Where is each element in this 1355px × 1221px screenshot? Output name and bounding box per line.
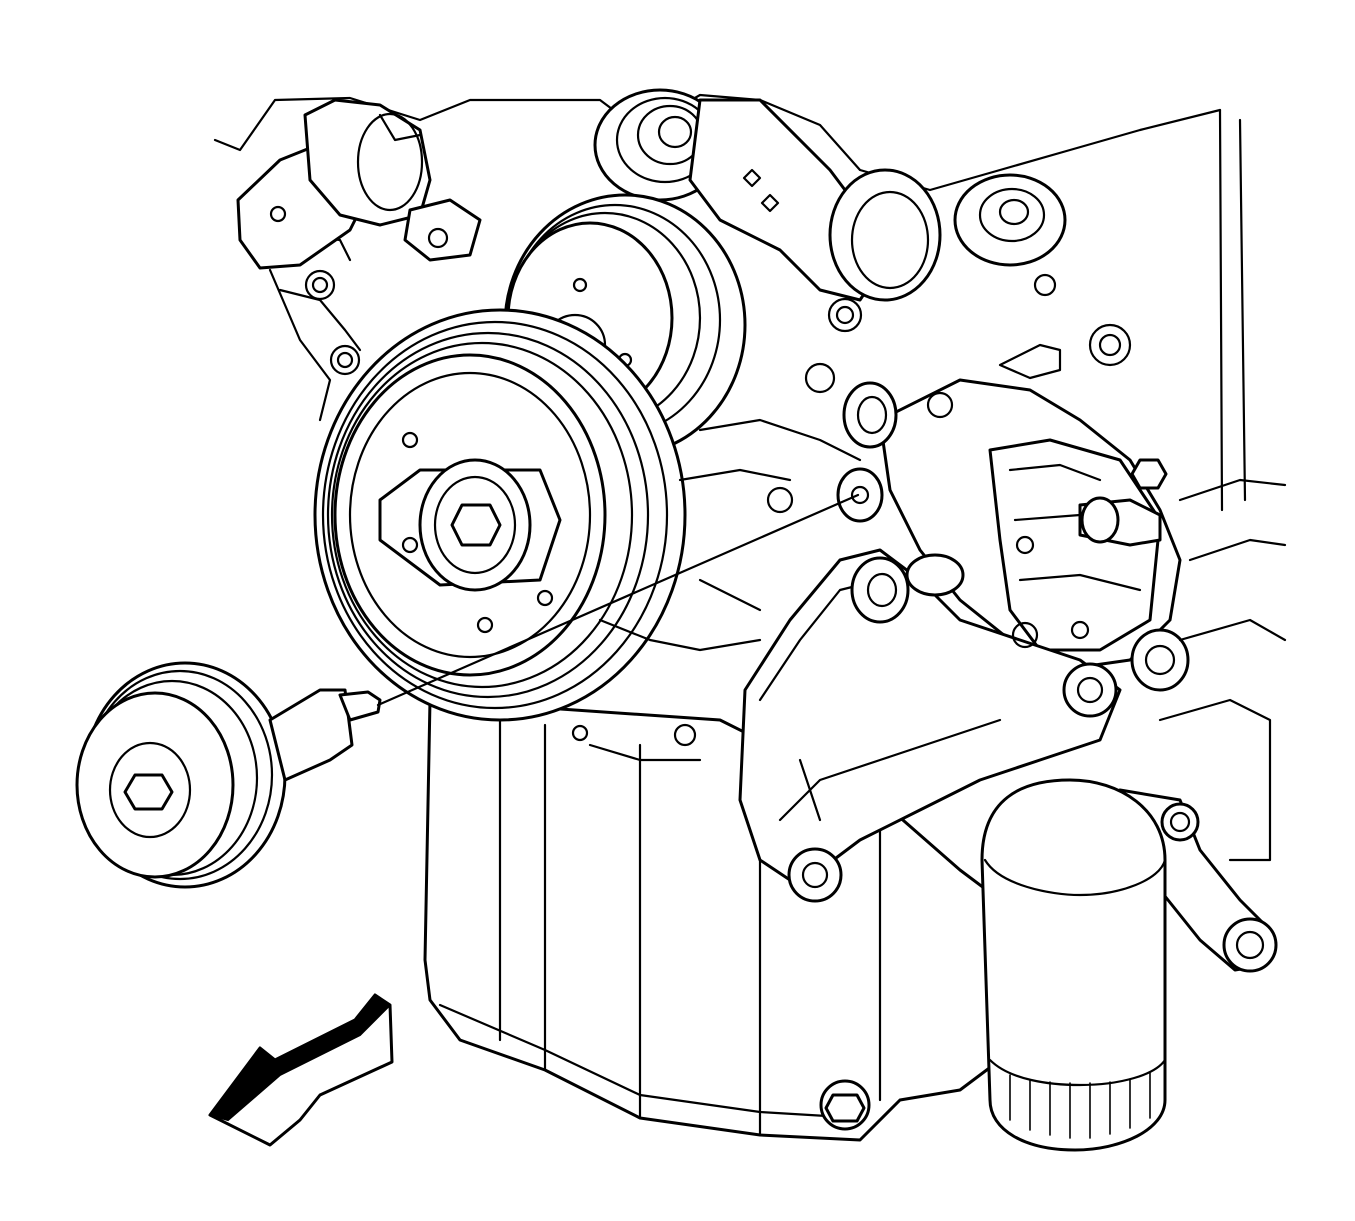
crankshaft-balancer <box>313 308 687 722</box>
tensioner-arm <box>688 98 1067 302</box>
power-steering-pump <box>878 273 1182 672</box>
idler-pulley-removed <box>75 661 382 889</box>
engine-bracket-bolts <box>571 297 898 747</box>
direction-arrow-icon <box>208 993 394 1147</box>
oil-filter <box>980 778 1167 1152</box>
alignment-line <box>376 493 860 707</box>
lower-mounting-bracket <box>738 548 1190 903</box>
drain-plug <box>819 1079 871 1131</box>
upper-left-bracket <box>236 98 482 376</box>
